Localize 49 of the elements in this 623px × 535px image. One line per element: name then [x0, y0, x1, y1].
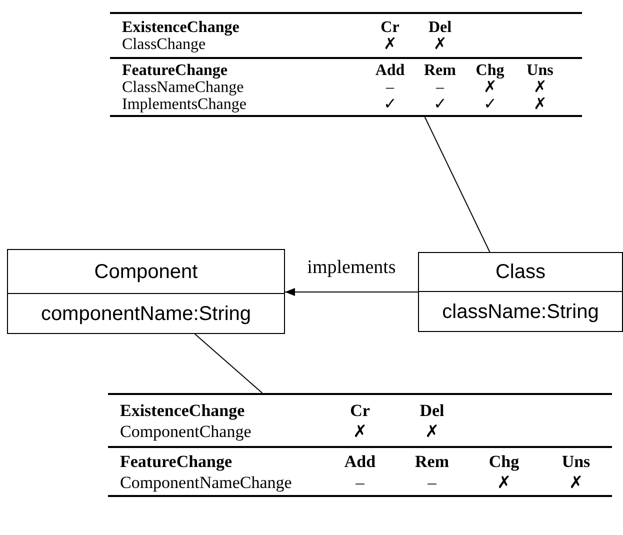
change-mark: ✗ — [384, 36, 396, 53]
section-heading: FeatureChange — [120, 451, 232, 472]
column-header: Add — [344, 451, 376, 472]
change-mark: ✗ — [569, 472, 583, 493]
connector-line — [194, 334, 263, 394]
column-header: Del — [420, 400, 444, 421]
change-mark: ✓ — [384, 96, 396, 113]
row-label: ComponentNameChange — [120, 472, 292, 493]
change-mark: ✗ — [534, 96, 546, 113]
class-name: Component — [94, 260, 198, 284]
change-mark: – — [356, 472, 364, 493]
column-header: Chg — [476, 62, 504, 79]
change-mark: ✓ — [434, 96, 446, 113]
class-box — [7, 249, 285, 334]
change-mark: – — [436, 79, 444, 96]
row-label: ComponentChange — [120, 421, 252, 442]
change-table — [110, 12, 582, 117]
arrow — [284, 288, 418, 296]
edge-label: implements — [305, 257, 398, 279]
column-header: Rem — [415, 451, 449, 472]
change-mark: ✗ — [497, 472, 511, 493]
column-header: Cr — [350, 400, 370, 421]
change-mark: – — [386, 79, 394, 96]
column-header: Chg — [488, 451, 520, 472]
change-mark: ✗ — [425, 421, 439, 442]
change-mark: – — [428, 472, 436, 493]
section-heading: FeatureChange — [122, 62, 228, 79]
class-name: Class — [495, 260, 546, 285]
section-heading: ExistenceChange — [120, 400, 245, 421]
row-label: ClassChange — [122, 36, 206, 53]
row-label: ImplementsChange — [122, 96, 246, 113]
column-header: Rem — [424, 62, 456, 79]
column-header: Uns — [526, 62, 554, 79]
column-header: Add — [375, 62, 405, 79]
attribute: componentName:String — [40, 302, 252, 326]
change-mark: ✗ — [534, 79, 546, 96]
column-header: Uns — [562, 451, 590, 472]
change-mark: ✗ — [484, 79, 496, 96]
connector-line — [424, 116, 490, 252]
change-mark: ✓ — [484, 96, 496, 113]
attribute: className:String — [442, 300, 599, 324]
row-label: ClassNameChange — [122, 79, 244, 96]
change-mark: ✗ — [434, 36, 446, 53]
column-header: Del — [428, 19, 452, 36]
change-table — [108, 393, 612, 497]
change-mark: ✗ — [353, 421, 367, 442]
column-header: Cr — [380, 19, 400, 36]
section-heading: ExistenceChange — [122, 19, 240, 36]
class-box — [418, 252, 623, 332]
